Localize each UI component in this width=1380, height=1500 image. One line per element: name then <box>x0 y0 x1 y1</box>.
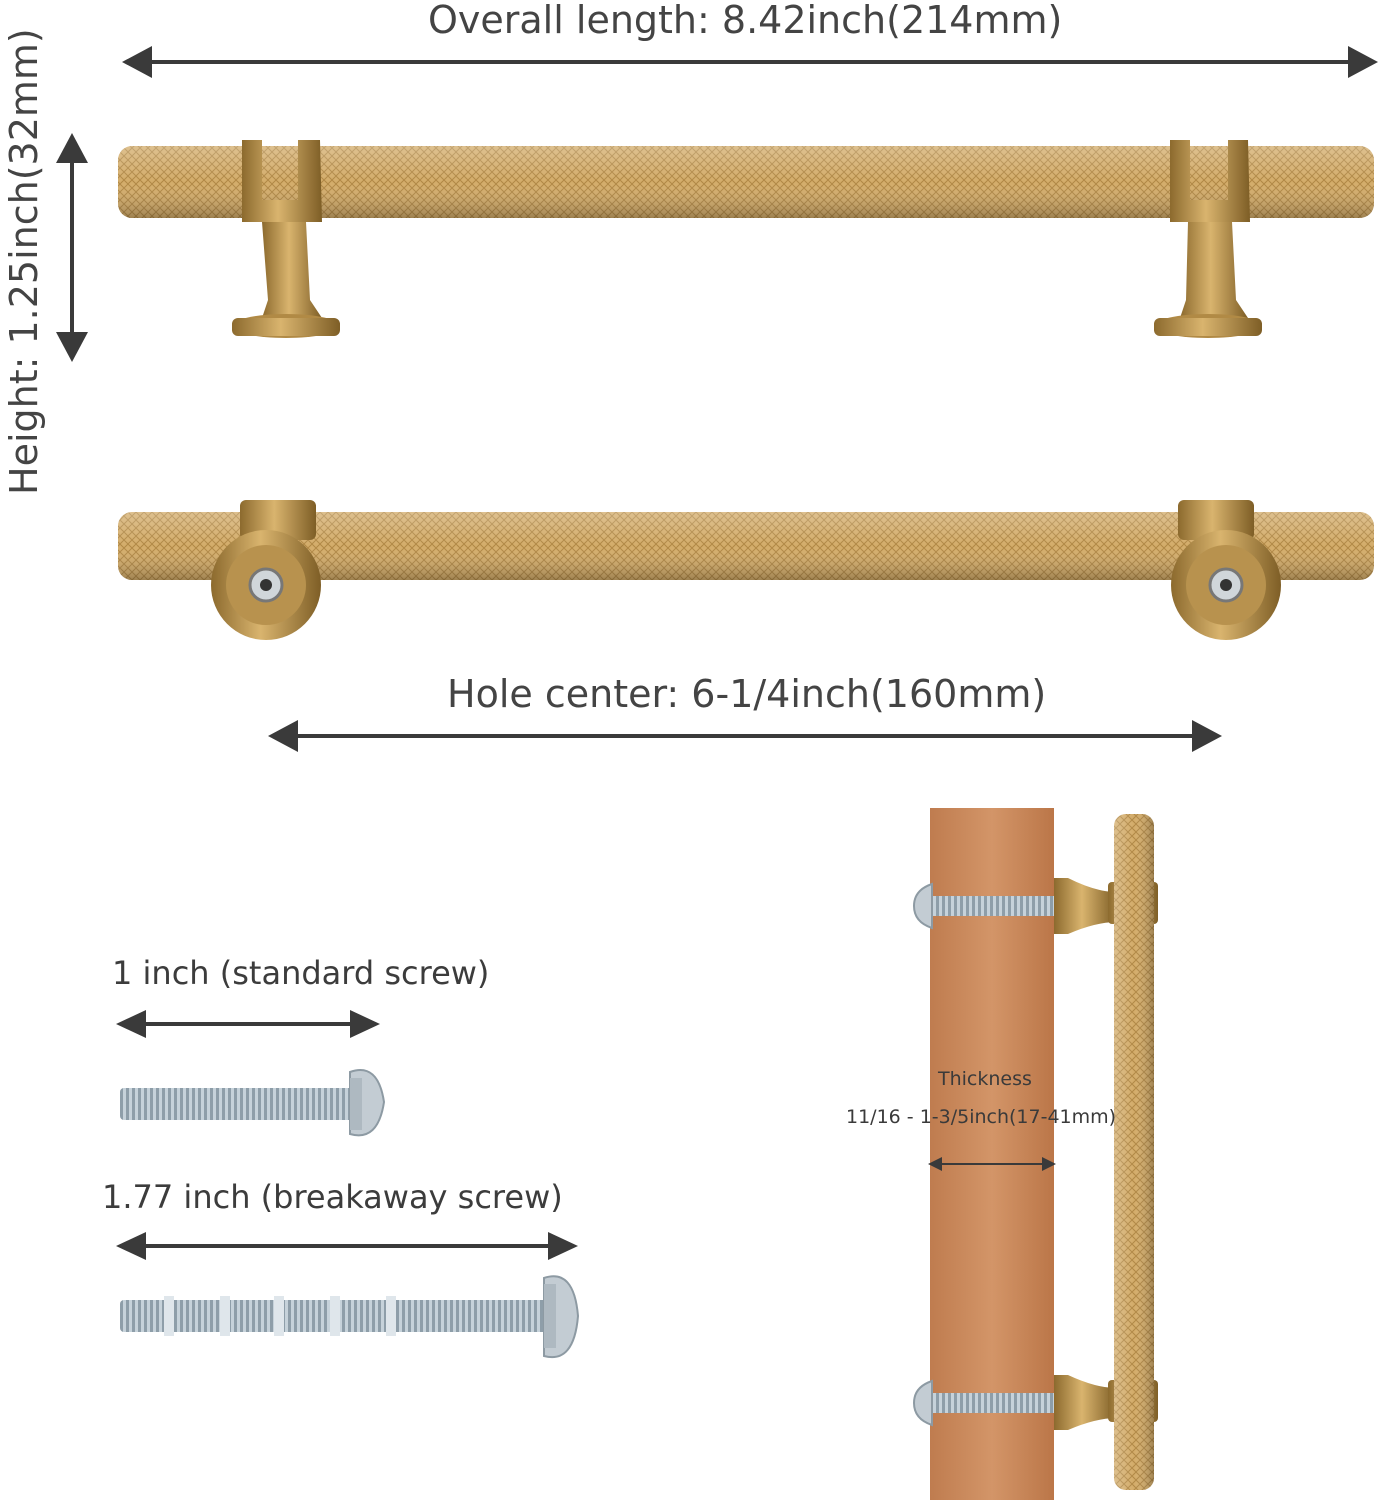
breakaway-screw <box>120 1275 580 1359</box>
overall-length-arrow <box>122 46 1378 78</box>
standard-screw <box>120 1069 386 1137</box>
right-post <box>1154 140 1262 338</box>
mounting-screw-top <box>912 882 1060 930</box>
breakaway-screw-label: 1.77 inch (breakaway screw) <box>102 1178 563 1216</box>
mounting-illustration <box>912 808 1158 1500</box>
hole-center-label: Hole center: 6-1/4inch(160mm) <box>447 672 1047 716</box>
height-arrow <box>56 133 88 362</box>
overall-length-label: Overall length: 8.42inch(214mm) <box>428 0 1063 42</box>
standard-screw-label: 1 inch (standard screw) <box>112 954 490 992</box>
standard-screw-arrow <box>116 1010 380 1038</box>
thickness-range: 11/16 - 1-3/5inch(17-41mm) <box>846 1106 1117 1128</box>
left-post <box>232 140 340 338</box>
thickness-arrow <box>928 1157 1056 1171</box>
breakaway-screw-arrow <box>116 1232 578 1260</box>
cabinet-door-panel <box>930 808 1054 1500</box>
thickness-title: Thickness <box>938 1068 1032 1090</box>
height-label: Height: 1.25inch(32mm) <box>2 28 46 495</box>
mounting-screw-bottom <box>912 1379 1060 1427</box>
handle-side-view <box>118 140 1374 338</box>
left-mount-base <box>211 500 321 640</box>
right-mount-base <box>1171 500 1281 640</box>
hole-center-arrow <box>268 720 1222 752</box>
handle-bottom-view <box>118 500 1374 640</box>
